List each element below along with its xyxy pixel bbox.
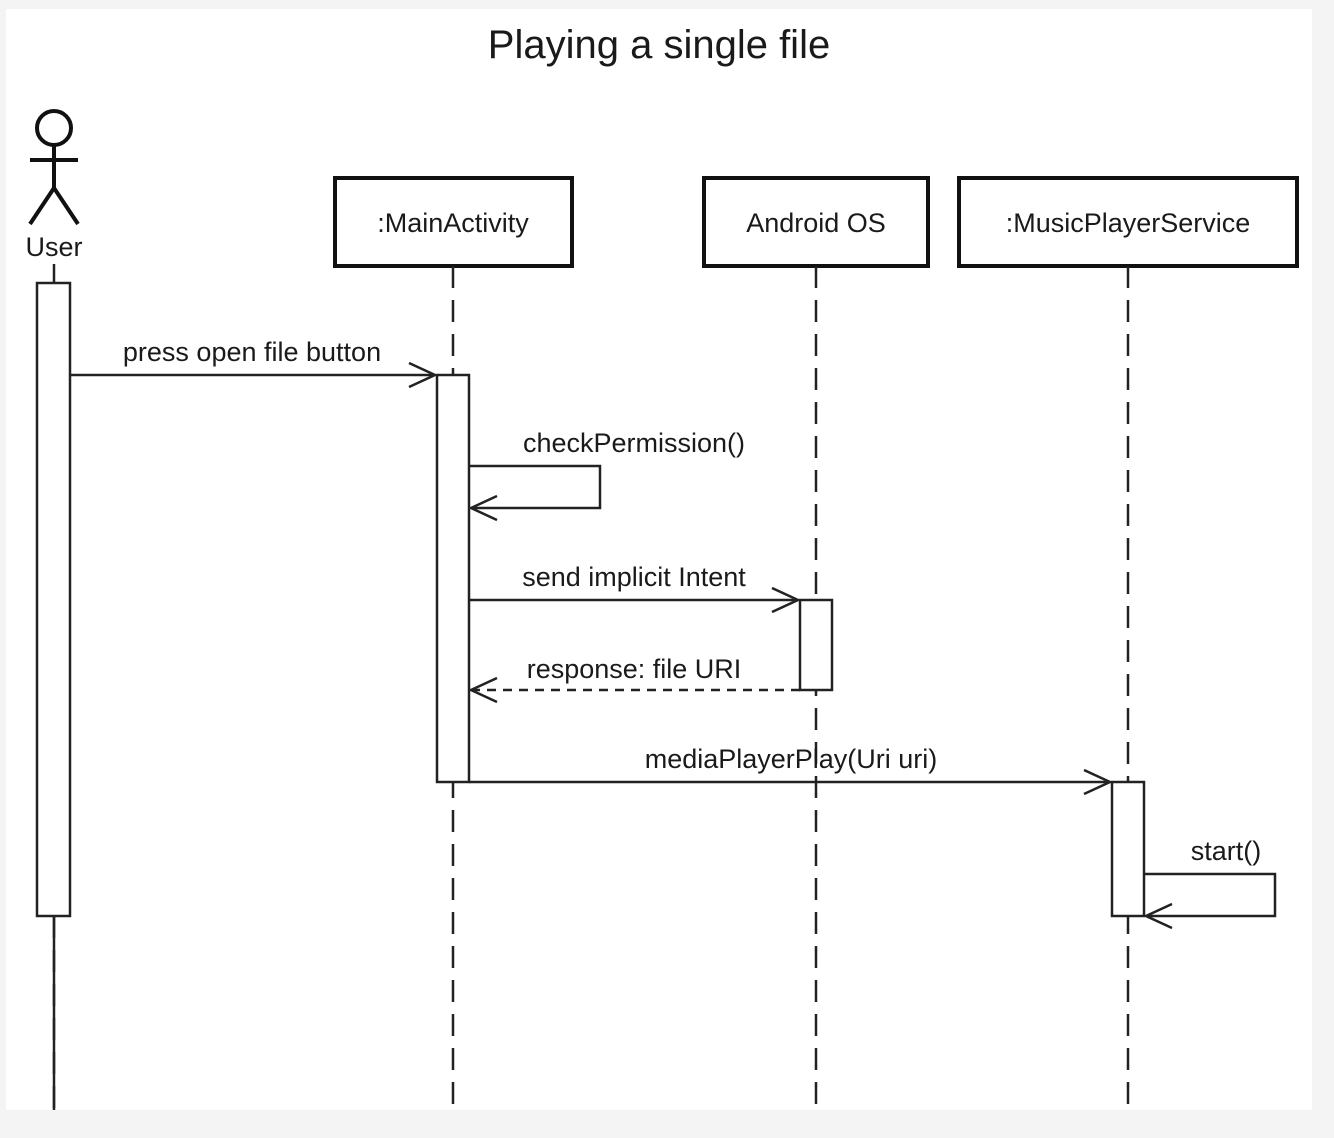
participant-music-player-service[interactable]: :MusicPlayerService (957, 176, 1299, 268)
activation-music-player-service (1110, 780, 1146, 918)
message-check-permission[interactable]: checkPermission() (468, 428, 745, 522)
diagram-canvas: Playing a single file User :MainActivity… (6, 9, 1312, 1110)
activation-android-os (798, 598, 834, 692)
message-label: checkPermission() (523, 428, 745, 458)
actor-user-label: User (25, 232, 82, 262)
activation-main-activity (435, 373, 471, 784)
arrowhead-icon (771, 586, 801, 614)
diagram-title: Playing a single file (488, 23, 830, 67)
message-send-implicit-intent[interactable]: send implicit Intent (469, 562, 801, 614)
stick-figure-icon (28, 109, 80, 226)
participant-main-activity-label: :MainActivity (377, 208, 529, 238)
arrowhead-icon (468, 676, 498, 704)
participant-android-os[interactable]: Android OS (702, 176, 930, 268)
participant-android-os-label: Android OS (746, 208, 886, 238)
message-label: response: file URI (527, 654, 742, 684)
arrowhead-icon (408, 361, 438, 389)
message-press-open-file-button[interactable]: press open file button (70, 337, 438, 389)
arrowhead-icon (1083, 768, 1113, 796)
activation-user (35, 281, 72, 918)
participant-main-activity[interactable]: :MainActivity (333, 176, 574, 268)
message-label: start() (1191, 836, 1262, 866)
participant-music-player-service-label: :MusicPlayerService (1006, 208, 1251, 238)
message-label: mediaPlayerPlay(Uri uri) (645, 744, 938, 774)
arrowhead-icon (468, 494, 498, 522)
message-response-file-uri[interactable]: response: file URI (468, 654, 800, 704)
message-start[interactable]: start() (1143, 836, 1277, 930)
message-media-player-play[interactable]: mediaPlayerPlay(Uri uri) (469, 744, 1113, 796)
message-label: send implicit Intent (522, 562, 746, 592)
arrowhead-icon (1143, 902, 1173, 930)
actor-user[interactable]: User (25, 109, 83, 262)
message-label: press open file button (123, 337, 381, 367)
